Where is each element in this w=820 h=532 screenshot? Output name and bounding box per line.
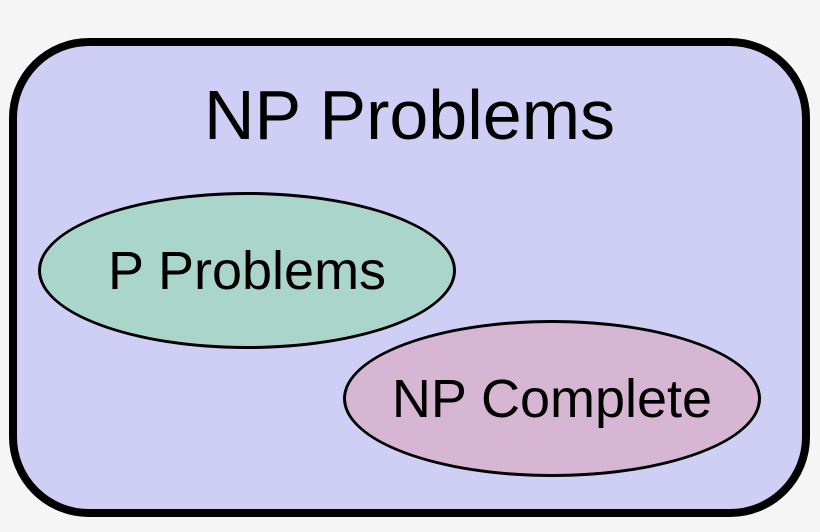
np-complete-set: NP Complete: [343, 320, 761, 477]
p-problems-set: P Problems: [38, 192, 456, 349]
np-complete-label: NP Complete: [391, 368, 713, 429]
np-problems-label: NP Problems: [203, 76, 616, 154]
p-problems-label: P Problems: [107, 240, 387, 301]
